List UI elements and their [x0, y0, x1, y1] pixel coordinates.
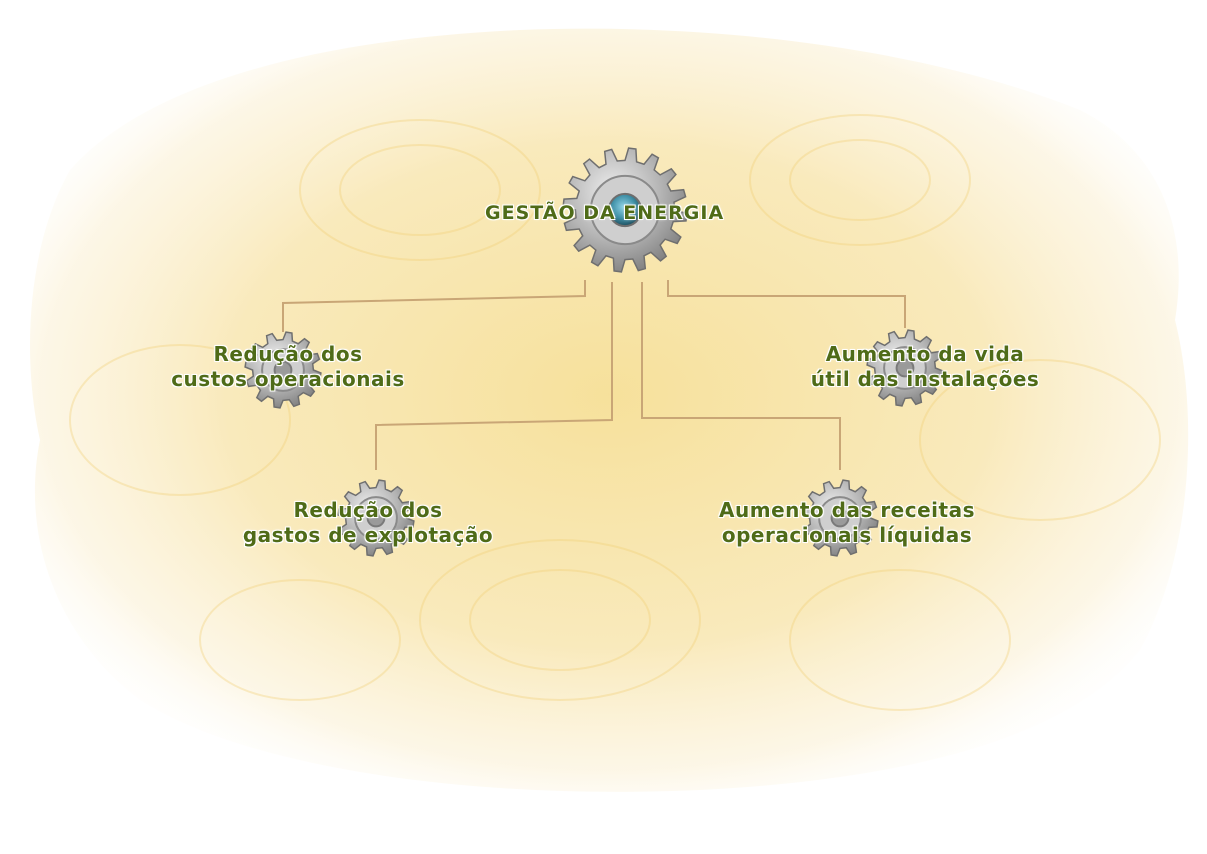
- connector-n1: [282, 280, 586, 332]
- root-gear-icon: [562, 147, 688, 273]
- node-gear-icon-n2: [866, 329, 944, 407]
- root-node-label: GESTÃO DA ENERGIA: [485, 201, 724, 226]
- node-line-2: operacionais líquidas: [721, 523, 973, 547]
- connector-n3: [375, 282, 613, 470]
- node-line-2: útil das instalações: [810, 367, 1040, 391]
- node-reducao-gastos: Redução dos gastos de explotação: [218, 498, 518, 548]
- connectors: [282, 280, 906, 470]
- node-gear-icon-n4: [801, 479, 879, 557]
- node-gear-icon-n1: [244, 331, 322, 409]
- node-aumento-receitas: Aumento das receitas operacionais líquid…: [692, 498, 1002, 548]
- node-aumento-vida-util: Aumento da vida útil das instalações: [785, 342, 1065, 392]
- connector-n2: [667, 280, 906, 328]
- node-gear-icon-n3: [337, 479, 415, 557]
- background-wash: [30, 28, 1189, 792]
- node-line-2: custos operacionais: [171, 367, 405, 391]
- gear-hub: [895, 358, 915, 378]
- node-line-1: Redução dos: [293, 498, 443, 522]
- node-line-1: Aumento da vida: [825, 342, 1025, 366]
- node-line-1: Aumento das receitas: [719, 498, 975, 522]
- root-node-text: GESTÃO DA ENERGIA: [485, 202, 725, 224]
- wash-shape: [30, 28, 1189, 792]
- gears: [244, 147, 944, 557]
- gear-hub: [273, 360, 293, 380]
- connector-n4: [641, 282, 841, 470]
- gear-hub: [366, 508, 386, 528]
- node-line-1: Redução dos: [213, 342, 363, 366]
- node-reducao-custos: Redução dos custos operacionais: [168, 342, 408, 392]
- wood-grain: [69, 114, 1161, 711]
- gear-hub: [830, 508, 850, 528]
- gear-hub-globe: [607, 192, 643, 228]
- node-line-2: gastos de explotação: [242, 523, 494, 547]
